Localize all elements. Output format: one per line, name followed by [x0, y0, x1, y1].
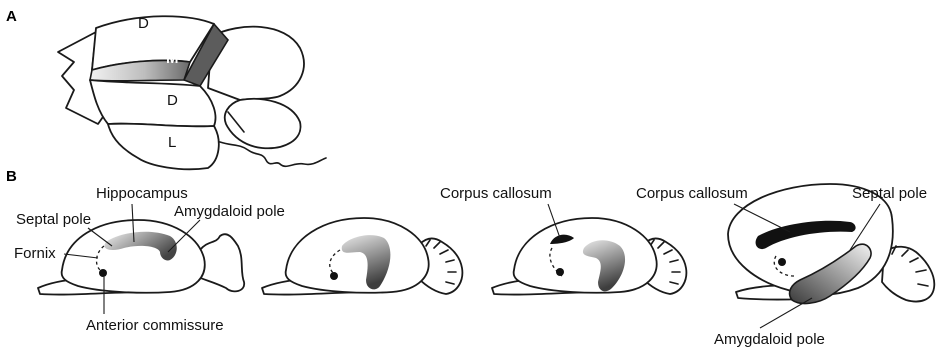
leader-amygdaloid-pole-4	[760, 298, 812, 328]
brain-2-hemisphere	[286, 218, 429, 293]
dorsal-cortex-middle	[90, 80, 215, 126]
label-septal-pole-1: Septal pole	[16, 211, 91, 228]
panel-a-brain-diagram: D M D L	[58, 15, 326, 169]
label-hippocampus: Hippocampus	[96, 185, 188, 202]
region-label-dorsal-middle: D	[167, 92, 178, 109]
brain-1-anterior-commissure	[99, 269, 107, 277]
brain-2-anterior-commissure	[330, 272, 338, 280]
panel-a-label: A	[6, 8, 17, 25]
region-label-medial: M	[166, 50, 179, 67]
label-fornix: Fornix	[14, 245, 56, 262]
label-amygdaloid-pole-4: Amygdaloid pole	[714, 331, 825, 348]
posterior-lobe-lower	[225, 99, 301, 148]
panel-b-brain-1: Hippocampus Septal pole Amygdaloid pole …	[14, 185, 285, 334]
label-corpus-callosum-3: Corpus callosum	[440, 185, 552, 202]
label-amygdaloid-pole-1: Amygdaloid pole	[174, 203, 285, 220]
brain-3-anterior-commissure	[556, 268, 564, 276]
label-anterior-commissure: Anterior commissure	[86, 317, 224, 334]
label-corpus-callosum-4: Corpus callosum	[636, 185, 748, 202]
region-label-lateral: L	[168, 134, 176, 151]
region-label-dorsal-top: D	[138, 15, 149, 32]
brain-4-anterior-commissure	[778, 258, 786, 266]
lateral-cortex	[108, 124, 219, 170]
brain-3-hemisphere	[514, 218, 657, 293]
label-septal-pole-4: Septal pole	[852, 185, 927, 202]
panel-b-brain-2	[262, 218, 462, 295]
panel-b-label: B	[6, 168, 17, 185]
